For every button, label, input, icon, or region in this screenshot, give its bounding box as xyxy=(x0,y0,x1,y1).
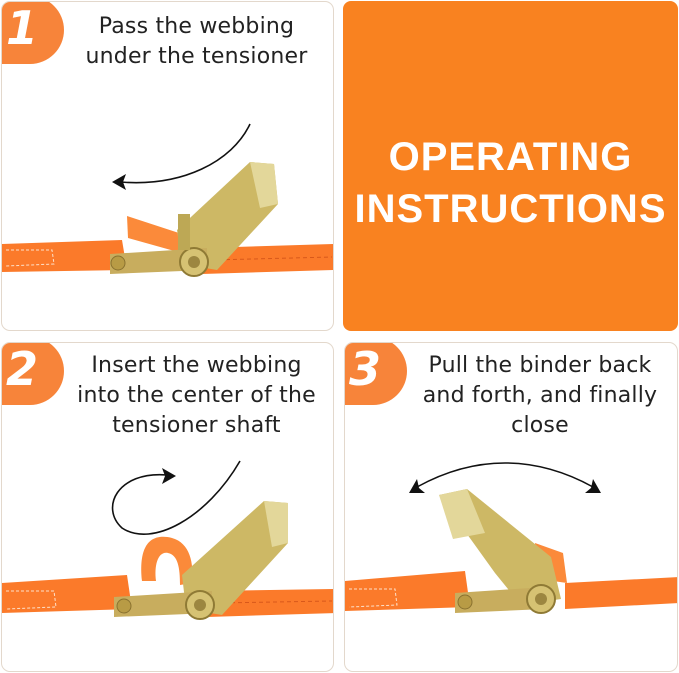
instruction-line: into the center of the xyxy=(77,383,316,408)
step-number: 3 xyxy=(349,342,382,396)
operating-instructions-banner: OPERATING INSTRUCTIONS xyxy=(343,1,678,331)
step-number-badge: 1 xyxy=(2,1,64,64)
step-number: 1 xyxy=(6,1,39,55)
ratchet-strap-illustration xyxy=(345,462,677,614)
ratchet-strap-illustration xyxy=(2,123,333,277)
step-instruction: Pull the binder back and forth, and fina… xyxy=(409,351,671,441)
strap-webbing xyxy=(2,536,333,617)
loop-arrow-right-icon xyxy=(111,460,241,535)
ratchet-tensioner xyxy=(439,489,561,614)
step-instruction: Insert the webbing into the center of th… xyxy=(66,351,327,441)
instruction-line: tensioner shaft xyxy=(112,413,281,438)
curved-arrow-left-icon xyxy=(112,123,251,190)
ratchet-tensioner xyxy=(114,501,288,620)
ratchet-strap-illustration xyxy=(2,460,333,620)
instruction-line: Insert the webbing xyxy=(91,353,302,378)
strap-webbing xyxy=(2,216,333,274)
step-1-panel: 1 Pass the webbing under the tensioner xyxy=(1,1,334,331)
step-number: 2 xyxy=(6,342,39,396)
step-number-badge: 2 xyxy=(2,342,64,405)
instruction-line: close xyxy=(511,413,569,438)
instruction-line: and forth, and finally xyxy=(422,383,658,408)
instruction-line: under the tensioner xyxy=(85,44,308,69)
title-line: INSTRUCTIONS xyxy=(354,187,667,231)
double-headed-arc-arrow-icon xyxy=(409,462,601,493)
ratchet-tensioner xyxy=(110,162,278,277)
step-3-panel: 3 Pull the binder back and forth, and fi… xyxy=(344,342,678,672)
step-instruction: Pass the webbing under the tensioner xyxy=(66,12,327,72)
instruction-line: Pass the webbing xyxy=(98,14,295,39)
banner-title: OPERATING INSTRUCTIONS xyxy=(343,131,678,235)
step-2-panel: 2 Insert the webbing into the center of … xyxy=(1,342,334,672)
title-line: OPERATING xyxy=(388,135,633,179)
step-number-badge: 3 xyxy=(345,342,407,405)
instruction-line: Pull the binder back xyxy=(428,353,652,378)
